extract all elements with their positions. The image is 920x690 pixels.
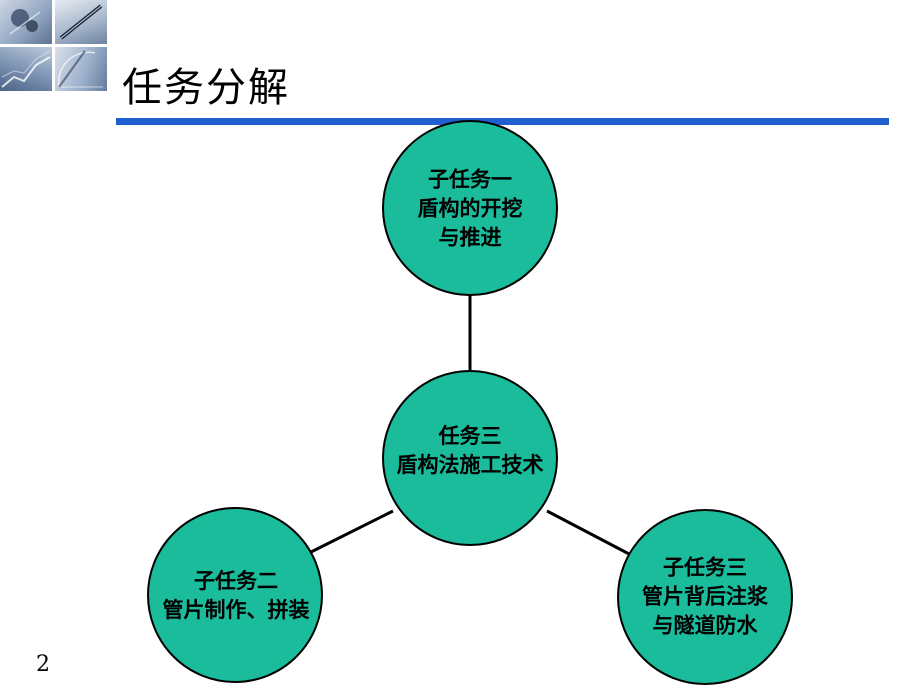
center-task-line-2: 盾构法施工技术: [396, 453, 544, 477]
drafting-photo-icon: [55, 47, 107, 91]
center-task-line-1: 任务三: [438, 424, 502, 448]
subtask-2-label: 子任务二 管片制作、拼装: [163, 567, 310, 625]
subtask-2-line-1: 子任务二: [194, 569, 278, 593]
subtask-1-line-3: 与推进: [438, 225, 502, 250]
chart-photo-icon: [0, 47, 52, 91]
subtask-1-line-1: 子任务一: [428, 167, 512, 192]
subtask-node-3: [617, 509, 793, 685]
subtask-3-line-1: 子任务三: [663, 555, 747, 580]
header-photo-mosaic: [0, 0, 108, 92]
center-task-node: [382, 370, 558, 546]
page-number: 2: [36, 652, 50, 677]
subtask-2-line-2: 管片制作、拼装: [162, 598, 310, 622]
subtask-3-label: 子任务三 管片背后注浆 与隧道防水: [642, 554, 768, 641]
subtask-1-label: 子任务一 盾构的开挖 与推进: [418, 166, 523, 253]
subtask-node-2: [147, 507, 323, 683]
page-title: 任务分解: [122, 65, 290, 111]
connector-right: [546, 509, 632, 557]
subtask-node-1: [382, 120, 558, 296]
connector-left: [308, 509, 394, 555]
pen-photo-icon: [55, 0, 107, 44]
subtask-1-line-2: 盾构的开挖: [417, 196, 523, 221]
title-underline: [116, 118, 889, 125]
center-task-label: 任务三 盾构法施工技术: [397, 422, 544, 480]
subtask-3-line-2: 管片背后注浆: [642, 584, 768, 609]
subtask-3-line-3: 与隧道防水: [652, 613, 758, 638]
compass-photo-icon: [0, 0, 52, 44]
